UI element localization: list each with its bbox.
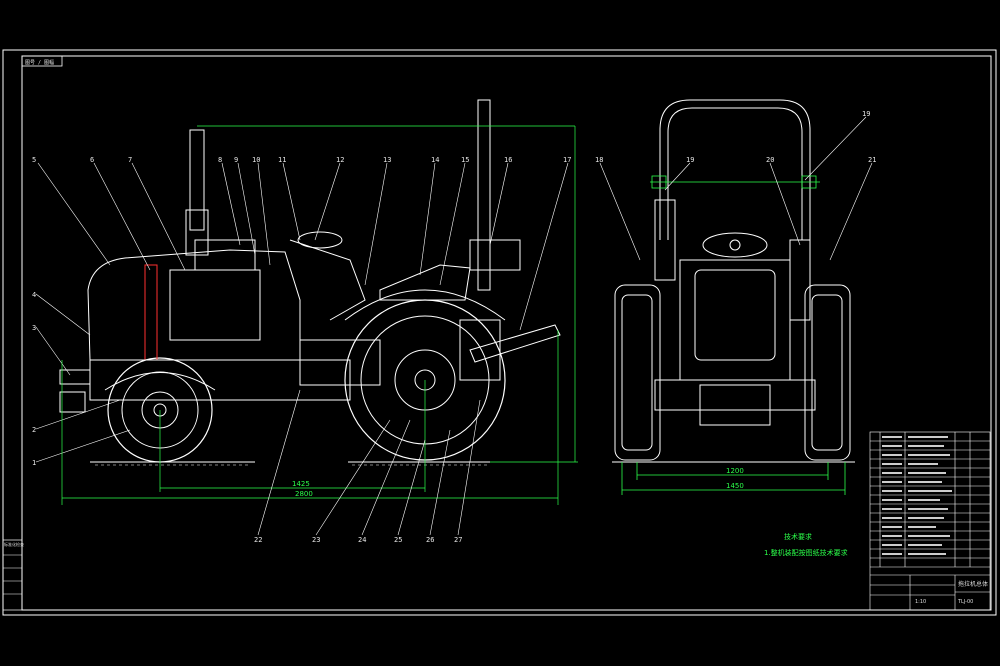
balloon-8: 8 <box>218 156 222 164</box>
notes-title: 技术要求 <box>784 532 812 541</box>
balloon-18: 18 <box>595 156 603 164</box>
balloon-11: 11 <box>278 156 286 164</box>
outer-frame <box>2 49 997 616</box>
dim-front-width: 1450 <box>726 482 744 490</box>
side-dimensions <box>61 125 578 505</box>
side-view <box>59 99 561 466</box>
balloon-13: 13 <box>383 156 391 164</box>
balloon-3: 3 <box>32 324 36 332</box>
dim-side-overall: 2800 <box>295 490 313 498</box>
balloon-25: 25 <box>394 536 402 544</box>
balloon-17: 17 <box>563 156 571 164</box>
title-block-drawing-no: TLJ-00 <box>957 599 973 605</box>
balloon-16: 16 <box>504 156 512 164</box>
balloon-front-top: 19 <box>862 110 870 118</box>
balloon-22: 22 <box>254 536 262 544</box>
bottom-leaders <box>257 389 481 536</box>
bom-table <box>869 431 991 611</box>
balloon-1: 1 <box>32 459 36 467</box>
title-block-scale: 1:10 <box>915 599 926 605</box>
balloon-5: 5 <box>32 156 36 164</box>
balloon-6: 6 <box>90 156 94 164</box>
corner-tag: 图号 / 图幅 <box>25 59 54 66</box>
dim-front-track: 1200 <box>726 467 744 475</box>
side-leaders <box>35 162 569 463</box>
inner-frame <box>21 55 992 611</box>
balloon-20: 20 <box>766 156 774 164</box>
balloon-27: 27 <box>454 536 462 544</box>
corner-tag-box <box>21 55 63 67</box>
balloon-4: 4 <box>32 291 36 299</box>
balloon-10: 10 <box>252 156 260 164</box>
front-dimensions <box>621 181 846 495</box>
dim-side-wheelbase: 1425 <box>292 480 310 488</box>
balloon-19: 19 <box>686 156 694 164</box>
balloon-26: 26 <box>426 536 434 544</box>
balloon-12: 12 <box>336 156 344 164</box>
balloon-7: 7 <box>128 156 132 164</box>
left-strip-title: 标准化检查 <box>4 541 24 547</box>
left-strip <box>2 539 23 611</box>
bom-fill <box>882 436 952 555</box>
balloon-24: 24 <box>358 536 366 544</box>
balloon-9: 9 <box>234 156 238 164</box>
notes-line1: 1.整机装配按图纸技术要求 <box>764 548 848 557</box>
title-block-name: 拖拉机总体 <box>958 580 988 588</box>
balloon-2: 2 <box>32 426 36 434</box>
balloon-21: 21 <box>868 156 876 164</box>
front-leaders <box>599 116 873 261</box>
balloon-14: 14 <box>431 156 439 164</box>
front-view <box>612 99 855 463</box>
balloon-15: 15 <box>461 156 469 164</box>
balloon-23: 23 <box>312 536 320 544</box>
